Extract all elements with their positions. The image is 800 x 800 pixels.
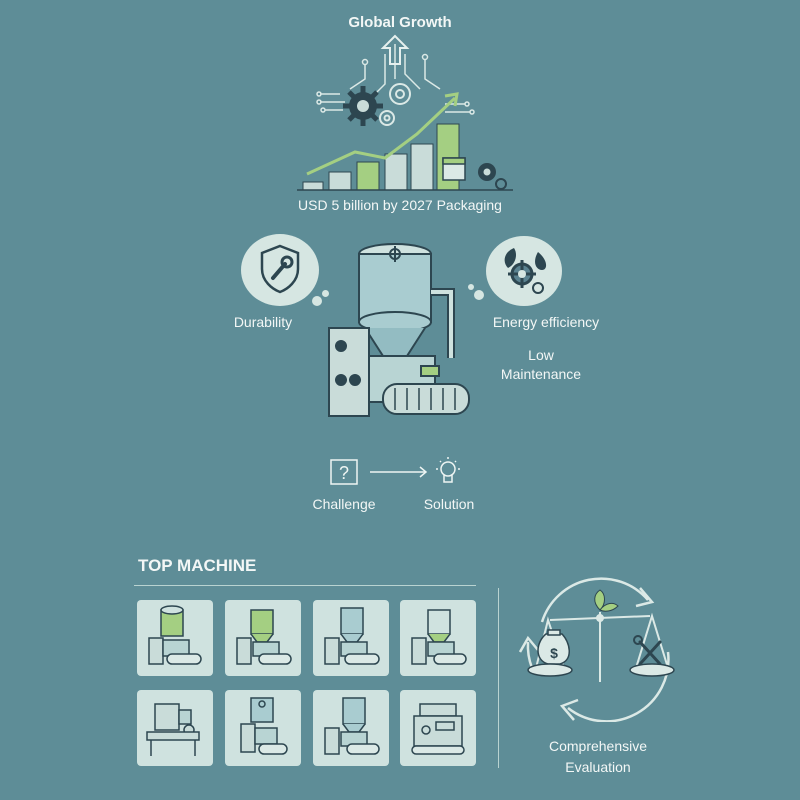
- machine-tile[interactable]: [137, 600, 213, 676]
- thought-dot: [322, 290, 329, 297]
- label-challenge: Challenge: [312, 496, 376, 512]
- label-solution: Solution: [423, 496, 475, 512]
- gear-icon-right: [478, 163, 507, 190]
- label-low-maintenance: Low Maintenance: [500, 347, 582, 382]
- evaluation-cycle: $: [518, 577, 675, 722]
- gear-icon: [387, 246, 403, 262]
- machine-tile[interactable]: [313, 690, 389, 766]
- vertical-divider: [498, 588, 499, 768]
- gear-icon: [343, 86, 383, 126]
- svg-text:$: $: [550, 645, 558, 661]
- arrow-right-icon: [370, 466, 428, 478]
- machine-tile[interactable]: [400, 690, 476, 766]
- leaf-icon: [594, 589, 619, 612]
- growth-arrow-icon: [306, 92, 459, 176]
- thought-dot: [468, 284, 474, 290]
- packaging-machine-illustration: [328, 243, 470, 417]
- money-bag-icon: $: [537, 629, 570, 665]
- lightbulb-icon: [436, 457, 460, 483]
- circuit-lines: [316, 44, 475, 115]
- svg-text:?: ?: [339, 463, 349, 483]
- machine-tile[interactable]: [225, 690, 301, 766]
- package-icon: [442, 157, 466, 181]
- leaf-gear-icon: [504, 248, 547, 294]
- question-icon: ?: [330, 459, 358, 485]
- machine-tile[interactable]: [313, 600, 389, 676]
- label-comprehensive-evaluation: Comprehensive Evaluation: [548, 738, 648, 775]
- shield-wrench-icon: [260, 244, 300, 294]
- page-title: Global Growth: [348, 14, 452, 31]
- label-durability: Durability: [233, 314, 293, 330]
- section-title-top-machine: TOP MACHINE: [138, 556, 257, 575]
- thought-dot: [474, 290, 484, 300]
- section-divider: [134, 585, 476, 586]
- gear-icon-small: [379, 83, 411, 126]
- tools-icon: [633, 635, 662, 666]
- challenge-solution-flow: ?: [330, 457, 460, 485]
- machine-tile[interactable]: [137, 690, 213, 766]
- growth-illustration: [297, 34, 513, 191]
- thought-dot: [312, 296, 322, 306]
- market-caption: USD 5 billion by 2027 Packaging: [298, 197, 502, 213]
- upload-arrow-icon: [380, 34, 410, 65]
- label-energy-efficiency: Energy efficiency: [492, 314, 600, 330]
- machine-tile[interactable]: [400, 600, 476, 676]
- machine-tile[interactable]: [225, 600, 301, 676]
